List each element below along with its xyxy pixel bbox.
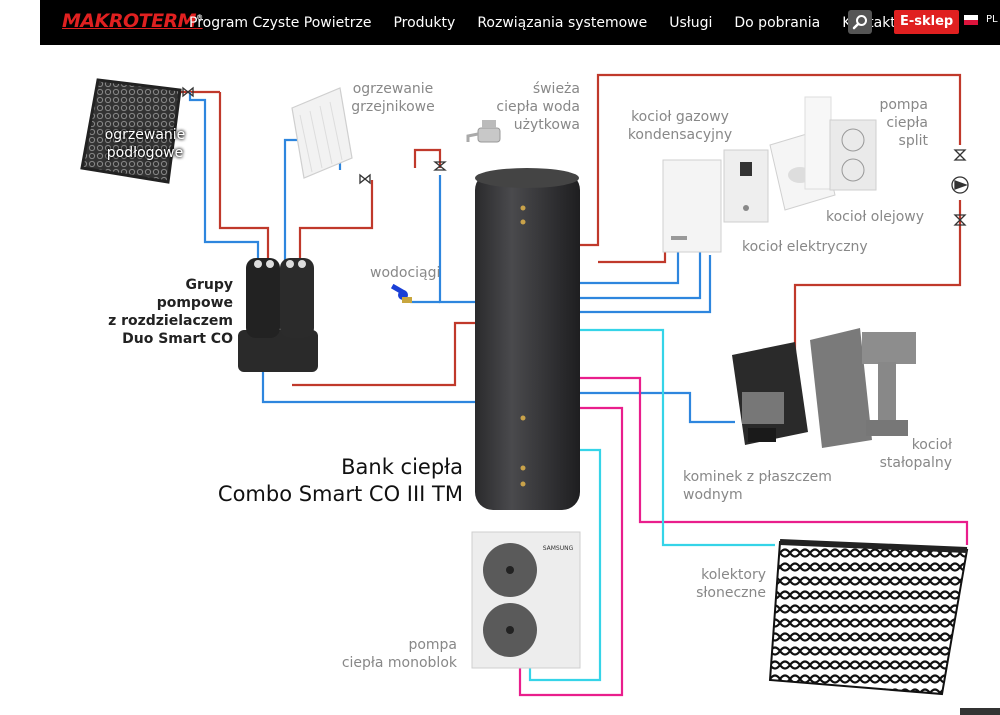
- top-navigation-bar: MAKROTERM® Program Czyste Powietrze Prod…: [40, 0, 1000, 45]
- label-heat-pump-split-line3: split: [898, 133, 928, 149]
- label-heat-pump-split-line1: pompa: [879, 97, 928, 113]
- label-radiator-heating-line1: ogrzewanie: [352, 81, 434, 97]
- monoblock-heat-pump-illustration: SAMSUNG: [471, 531, 581, 669]
- solar-pipes: [518, 328, 969, 697]
- poland-flag-icon[interactable]: [964, 15, 978, 25]
- nav-do-pobrania[interactable]: Do pobrania: [734, 14, 821, 31]
- makroterm-logo[interactable]: MAKROTERM®: [62, 10, 203, 32]
- label-solid-fuel-boiler: kocioł stałopalny: [870, 436, 952, 472]
- faucet-illustration: [466, 120, 501, 143]
- hot-pipes: [178, 73, 962, 387]
- label-fireplace: kominek z płaszczem wodnym: [683, 468, 832, 504]
- label-solar-line2: słoneczne: [696, 585, 766, 601]
- solar-collectors-illustration: [768, 539, 969, 696]
- cold-pipes: [188, 92, 735, 424]
- label-heat-pump-split: pompa ciepła split: [868, 96, 928, 150]
- label-heat-bank-line2: Combo Smart CO III TM: [217, 482, 463, 506]
- label-gas-boiler-line1: kocioł gazowy: [631, 109, 729, 125]
- heat-bank-tank-illustration: [475, 168, 580, 510]
- label-fireplace-line2: wodnym: [683, 487, 743, 503]
- label-heat-bank-line1: Bank ciepła: [341, 455, 463, 479]
- logo-text: MAKROTERM: [62, 10, 197, 32]
- solid-fuel-boiler-illustration: [810, 328, 916, 448]
- label-pump-groups-line3: Duo Smart CO: [122, 331, 233, 347]
- search-icon: [852, 15, 867, 30]
- label-heat-pump-split-line2: ciepła: [886, 115, 928, 131]
- language-selector[interactable]: PL: [986, 14, 998, 25]
- radiator-illustration: [291, 87, 353, 179]
- label-pump-groups-line2: z rozdzielaczem: [108, 313, 233, 329]
- label-floor-heating: ogrzewanie podłogowe: [104, 127, 186, 161]
- nav-uslugi[interactable]: Usługi: [669, 14, 713, 31]
- scroll-corner: [960, 708, 1000, 715]
- electric-boiler-illustration: [723, 149, 769, 223]
- label-radiator-heating-line2: grzejnikowe: [351, 99, 435, 115]
- label-hot-water-line3: użytkowa: [513, 117, 580, 133]
- label-electric-boiler: kocioł elektryczny: [742, 239, 868, 255]
- gas-boiler-illustration: [662, 159, 722, 253]
- heat-pump-brand-text: SAMSUNG: [543, 545, 574, 552]
- label-radiator-heating: ogrzewanie grzejnikowe: [338, 80, 448, 116]
- label-water-supply: wodociągi: [370, 265, 441, 281]
- label-hot-water: świeża ciepła woda użytkowa: [480, 80, 580, 134]
- search-button[interactable]: [848, 10, 872, 34]
- label-gas-boiler-line2: kondensacyjny: [627, 127, 733, 143]
- label-gas-boiler: kocioł gazowy kondensacyjny: [620, 108, 740, 144]
- label-pump-groups: Grupy pompowe z rozdzielaczem Duo Smart …: [108, 276, 233, 348]
- floor-heating-illustration: [80, 78, 182, 184]
- fireplace-illustration: [732, 342, 808, 445]
- circulation-pump-icon: [951, 176, 969, 194]
- water-supply-valve-illustration: [390, 283, 412, 303]
- nav-produkty[interactable]: Produkty: [393, 14, 456, 31]
- nav-program-czyste-powietrze[interactable]: Program Czyste Powietrze: [189, 14, 372, 31]
- label-oil-boiler: kocioł olejowy: [826, 209, 925, 225]
- label-monoblock-line2: ciepła monoblok: [341, 655, 457, 671]
- eshop-button[interactable]: E-sklep: [894, 10, 960, 34]
- label-solid-fuel-line1: kocioł: [911, 437, 952, 453]
- pump-groups-illustration: [238, 258, 318, 372]
- label-solar-line1: kolektory: [701, 567, 766, 583]
- split-heat-pump-illustration: [804, 96, 877, 191]
- label-fireplace-line1: kominek z płaszczem: [683, 469, 832, 485]
- label-pump-groups-line1: Grupy pompowe: [156, 277, 233, 311]
- label-monoblock-line1: pompa: [408, 637, 457, 653]
- label-heat-bank: Bank ciepła Combo Smart CO III TM: [205, 454, 463, 508]
- label-hot-water-line1: świeża: [532, 81, 580, 97]
- label-hot-water-line2: ciepła woda: [496, 99, 580, 115]
- label-monoblock-heat-pump: pompa ciepła monoblok: [320, 636, 457, 672]
- label-solid-fuel-line2: stałopalny: [879, 455, 952, 471]
- logo-registered-mark: ®: [196, 13, 203, 22]
- nav-rozwiazania-systemowe[interactable]: Rozwiązania systemowe: [477, 14, 648, 31]
- valves: [182, 86, 967, 226]
- label-solar-collectors: kolektory słoneczne: [676, 566, 766, 602]
